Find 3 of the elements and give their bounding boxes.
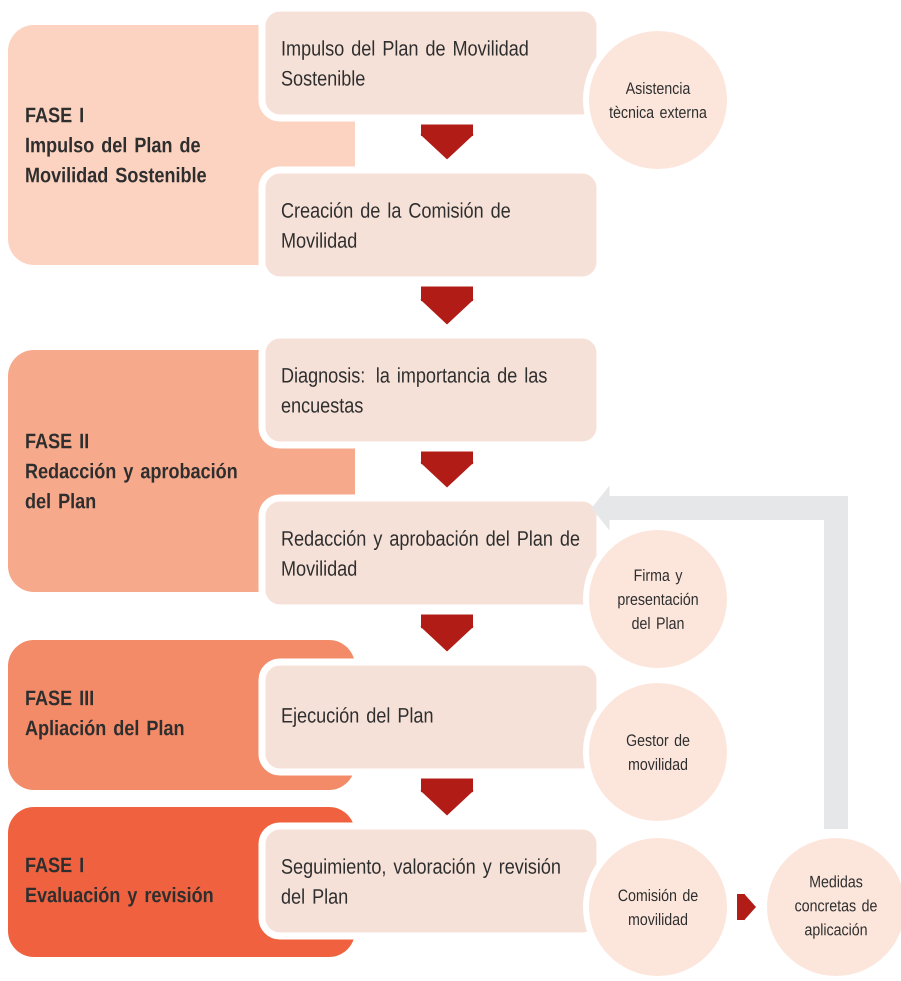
circle-node: Asistencia tècnica externa (583, 25, 733, 175)
circle-node: Comisión de movilidad (583, 832, 733, 981)
circle-node: Medidas concretas de aplicación (761, 832, 901, 981)
